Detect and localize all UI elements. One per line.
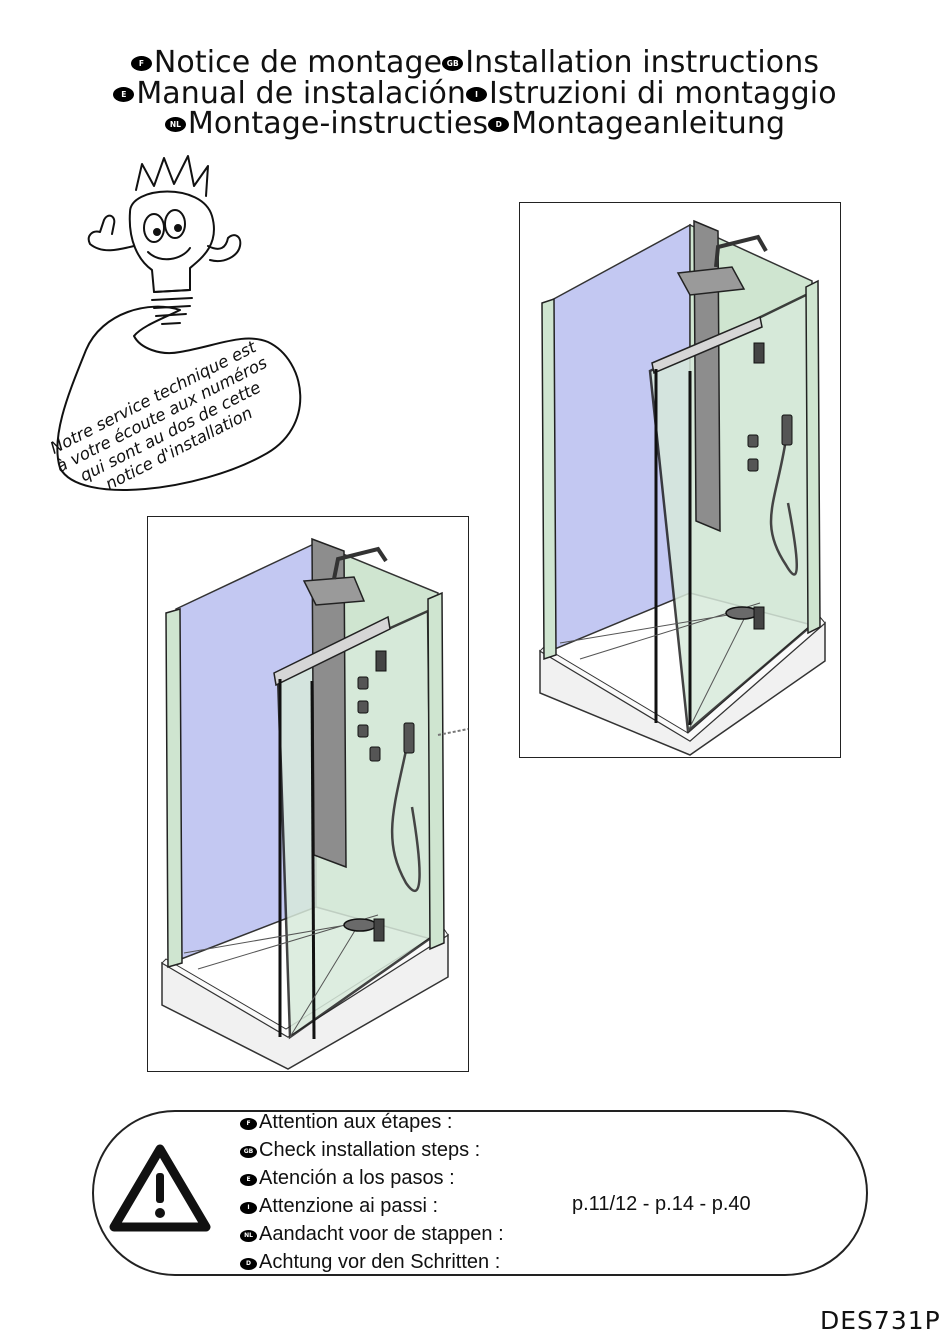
reference-code: DES731P <box>820 1306 941 1335</box>
flag-badge-icon: F <box>240 1118 257 1130</box>
illustration-frame-left <box>147 516 469 1072</box>
flag-badge-icon: NL <box>164 117 186 132</box>
title-text: Notice de montage <box>153 45 443 80</box>
flag-badge-icon: D <box>240 1258 257 1270</box>
flag-badge-icon: GB <box>442 56 464 71</box>
flag-badge-icon: D <box>488 117 510 132</box>
flag-badge-icon: NL <box>240 1230 257 1242</box>
flag-badge-icon: I <box>466 86 488 102</box>
page-references: p.11/12 - p.14 - p.40 <box>572 1193 751 1215</box>
flag-badge-icon: I <box>240 1202 257 1214</box>
shower-cabin-illustration-icon <box>539 219 826 756</box>
title-text: Istruzioni di montaggio <box>489 75 837 111</box>
flag-badge-icon: GB <box>240 1146 257 1158</box>
title-text: Montage-instructies <box>187 106 489 141</box>
flag-badge-icon: E <box>113 86 135 102</box>
illustration-frame-right <box>519 202 841 758</box>
title-text: Montageanleitung <box>511 106 786 141</box>
warning-panel <box>92 1110 868 1276</box>
shower-cabin-illustration-icon <box>161 537 468 1070</box>
warning-triangle-icon <box>109 1144 211 1232</box>
title-text: Installation instructions <box>465 45 820 80</box>
lightbulb-mascot-icon <box>56 155 302 491</box>
title-text: Manual de instalación <box>136 75 467 111</box>
flag-badge-icon: F <box>130 56 152 71</box>
flag-badge-icon: E <box>240 1174 257 1186</box>
